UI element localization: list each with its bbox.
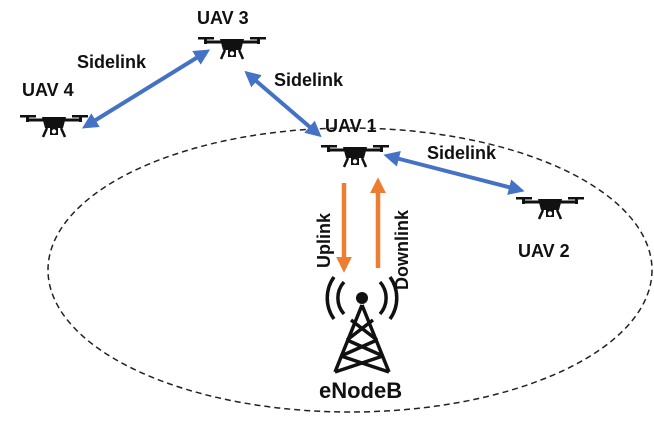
uav1-label: UAV 1 — [325, 116, 377, 136]
uav3-label: UAV 3 — [197, 8, 249, 28]
drone-icon — [319, 143, 391, 169]
uav4-label: UAV 4 — [22, 80, 74, 100]
uplink-label: Uplink — [314, 212, 334, 268]
coverage-area — [47, 127, 653, 413]
sidelink-arrow-uav3-uav1 — [244, 70, 322, 138]
downlink-label: Downlink — [392, 209, 412, 290]
sidelink-arrow-uav4-uav3 — [81, 49, 211, 129]
sidelink-label-uav3-uav1: Sidelink — [274, 70, 344, 90]
tower-top — [356, 292, 368, 304]
enodeb-label: eNodeB — [319, 378, 402, 403]
uav2-label: UAV 2 — [518, 241, 570, 261]
drone-icon — [514, 195, 586, 221]
sidelink-label-uav1-uav2: Sidelink — [427, 143, 497, 163]
sidelink-label-uav4-uav3: Sidelink — [77, 52, 147, 72]
cell-tower-icon — [325, 275, 399, 374]
drone-icon — [196, 35, 268, 61]
drone-icon — [18, 113, 90, 139]
sidelink-arrow-uav1-uav2 — [383, 151, 525, 195]
